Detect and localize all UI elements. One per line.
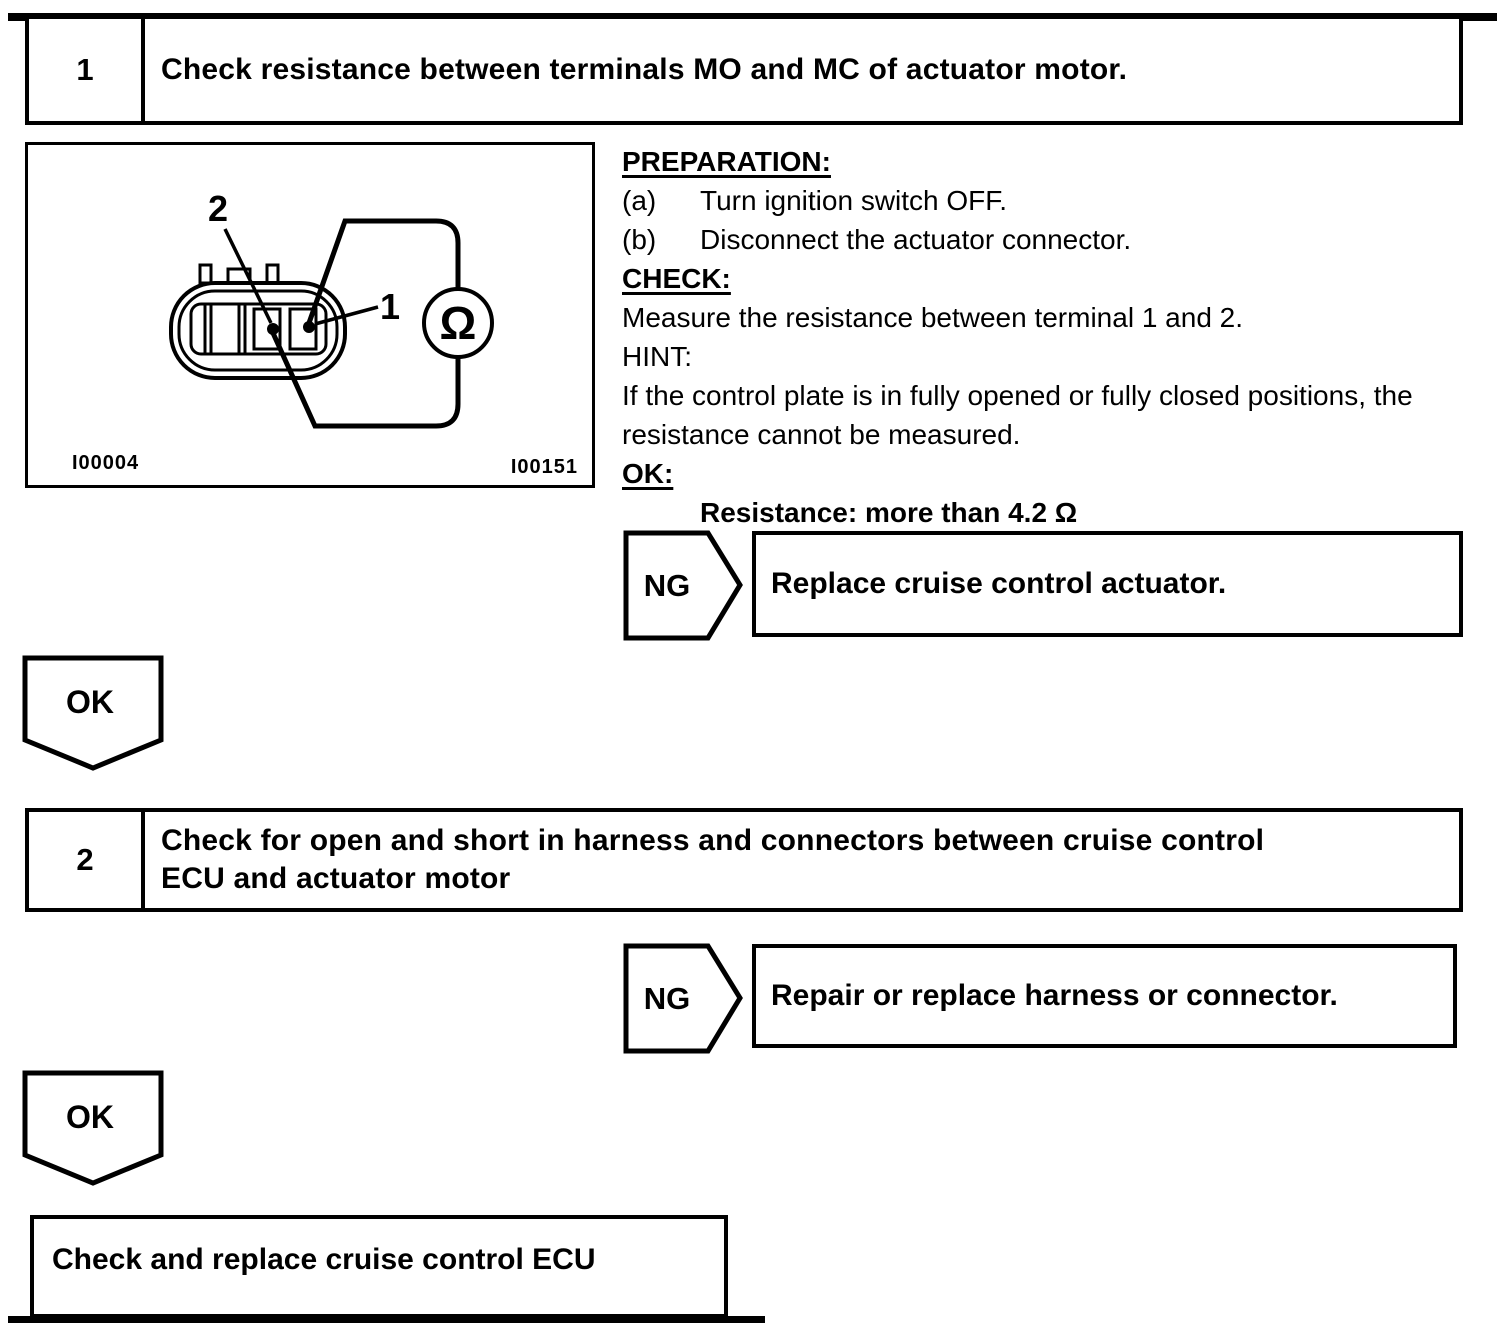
step2-number: 2: [29, 812, 145, 908]
ng-action-box-step2: Repair or replace harness or connector.: [752, 944, 1457, 1048]
terminal-2-point: [267, 323, 279, 335]
check-heading: CHECK:: [622, 263, 731, 294]
ok-pentagon-step1: OK: [22, 655, 164, 771]
ok-spec: Resistance: more than 4.2 Ω: [700, 497, 1078, 528]
step2-title-line2: ECU and actuator motor: [161, 862, 511, 895]
step1-header: 1 Check resistance between terminals MO …: [25, 15, 1463, 125]
ng-pentagon-step2: NG: [623, 943, 743, 1054]
bottom-rule: [8, 1316, 765, 1323]
connector-figure: 2 1 Ω I00004 I00151: [25, 142, 595, 488]
step2-title-line1: Check for open and short in harness and …: [161, 824, 1265, 857]
connector-tab: [265, 263, 280, 285]
ok-pentagon-shape: [22, 1070, 164, 1186]
figure-code-left: I00004: [72, 452, 140, 474]
item-text: Disconnect the actuator connector.: [700, 224, 1132, 255]
final-action-box: Check and replace cruise control ECU: [30, 1215, 728, 1318]
ohm-symbol: Ω: [440, 297, 477, 349]
terminal-cavity-2: [252, 307, 282, 351]
final-action-text: Check and replace cruise control ECU: [52, 1243, 596, 1276]
step1-title: Check resistance between terminals MO an…: [145, 19, 1459, 121]
ng-action-box-step1: Replace cruise control actuator.: [752, 531, 1463, 637]
figure-code-right: I00151: [510, 456, 578, 478]
connector-cavity-row: [189, 302, 328, 356]
connector-diagram: 2 1 Ω: [169, 188, 494, 429]
ng-label: NG: [644, 981, 691, 1016]
terminal-label-1: 1: [380, 286, 400, 327]
ohmmeter-wire-top: [306, 218, 461, 324]
hint-heading: HINT:: [622, 341, 692, 372]
terminal-label-2: 2: [208, 188, 228, 229]
step1-title-text: Check resistance between terminals MO an…: [161, 53, 1128, 86]
item-marker: (a): [622, 185, 657, 216]
terminal-cavity-1: [288, 307, 318, 351]
connector-inner-shell: [177, 289, 339, 372]
preparation-heading: PREPARATION:: [622, 146, 831, 177]
hint-text-line2: resistance cannot be measured.: [622, 419, 1021, 450]
ng-label: NG: [644, 568, 691, 603]
preparation-item-b: (b) Disconnect the actuator connector.: [622, 220, 1490, 259]
leader-line-terminal-2: [223, 228, 273, 324]
check-text: Measure the resistance between terminal …: [622, 302, 1244, 333]
ok-label: OK: [66, 684, 114, 720]
step2-title: Check for open and short in harness and …: [145, 812, 1459, 908]
ohmmeter-circle: [422, 287, 494, 359]
ng-pentagon-shape: [623, 943, 743, 1054]
item-marker: (b): [622, 224, 657, 255]
instruction-panel: PREPARATION: (a) Turn ignition switch OF…: [622, 142, 1490, 532]
connector-lock-tab: [226, 267, 252, 285]
terminal-1-point: [303, 321, 315, 333]
ok-pentagon-step2: OK: [22, 1070, 164, 1186]
step2-header: 2 Check for open and short in harness an…: [25, 808, 1463, 912]
leader-line-terminal-1: [314, 305, 379, 326]
ng-pentagon-shape: [623, 530, 743, 641]
step1-number: 1: [29, 19, 145, 121]
ng-pentagon-step1: NG: [623, 530, 743, 641]
ok-heading: OK:: [622, 458, 674, 489]
ng-action-text: Repair or replace harness or connector.: [771, 979, 1338, 1012]
connector-outer-shell: [169, 281, 347, 380]
item-text: Turn ignition switch OFF.: [700, 185, 1008, 216]
preparation-item-a: (a) Turn ignition switch OFF.: [622, 181, 1490, 220]
connector-tab: [198, 263, 213, 285]
ok-label: OK: [66, 1099, 114, 1135]
hint-text-line1: If the control plate is in fully opened …: [622, 380, 1413, 411]
ng-action-text: Replace cruise control actuator.: [771, 567, 1227, 600]
ok-pentagon-shape: [22, 655, 164, 771]
ohmmeter-wire-bottom: [270, 331, 461, 429]
